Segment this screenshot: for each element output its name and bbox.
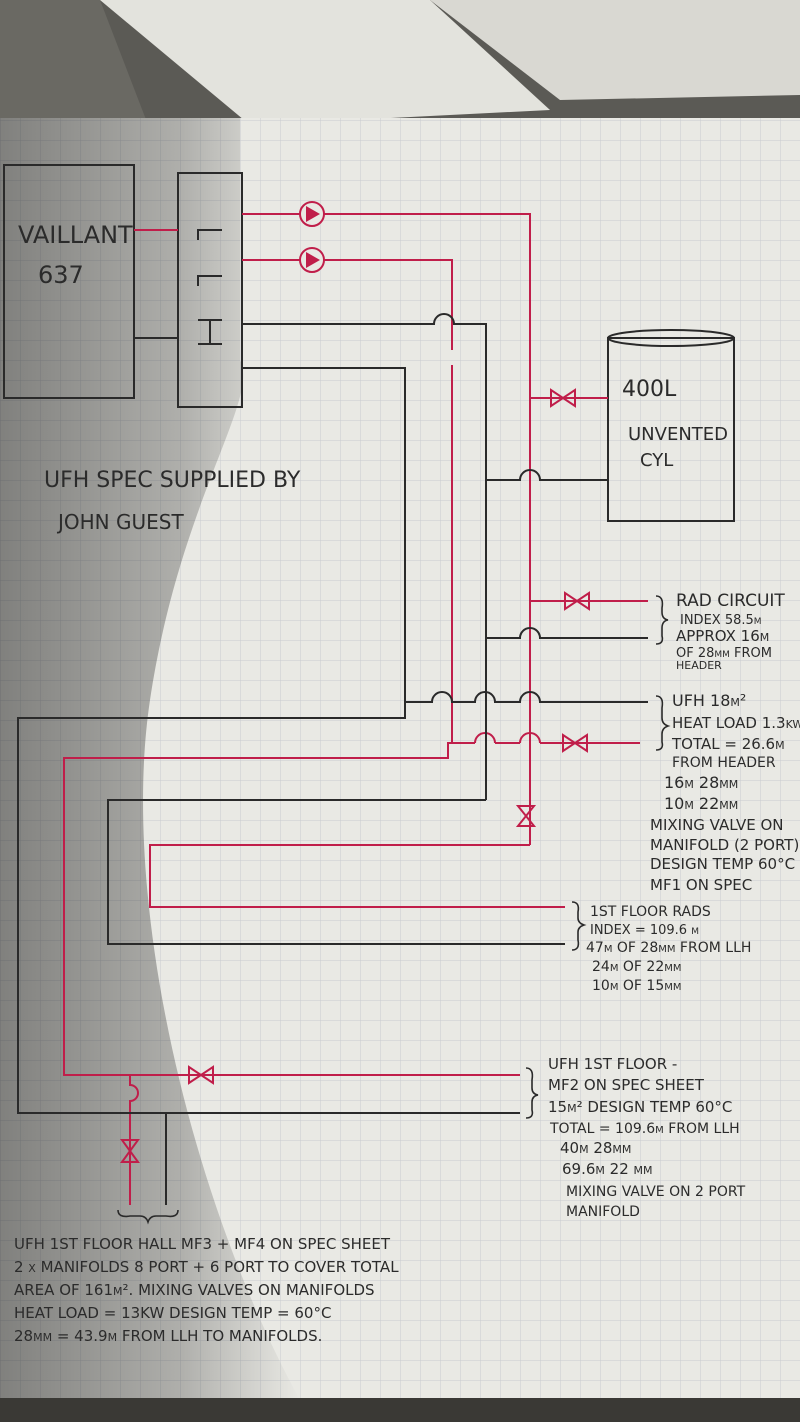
header-symbol-2 [197,275,222,286]
cylinder-body [607,337,735,522]
boiler-box [3,164,135,399]
ufh18-note: UFH 18m² HEAT LOAD 1.3kw TOTAL = 26.6m F… [650,691,800,894]
phone-shadow [0,118,300,1400]
rad-circuit-valve [564,591,590,611]
hall-brace [117,1209,179,1225]
hall-note-line: AREA OF 161m². MIXING VALVES ON MANIFOLD… [14,1281,375,1299]
flow-main-a [242,213,531,845]
ufh-first-floor-line: MANIFOLD [566,1204,640,1220]
rad-circuit-line: INDEX 58.5m [680,613,762,628]
valves [120,388,590,1163]
ufh-first-floor-return [17,702,520,1114]
hall-note-line: 2 x MANIFOLDS 8 PORT + 6 PORT TO COVER T… [14,1258,399,1276]
rad-circuit-line: APPROX 16m [676,627,769,645]
hall-note: UFH 1ST FLOOR HALL MF3 + MF4 ON SPEC SHE… [14,1235,399,1345]
first-floor-rads-valve [515,805,537,827]
rad-circuit-line: RAD CIRCUIT [676,591,785,611]
hall-flow-drop [129,1075,139,1205]
ufh18-line: MF1 ON SPEC [650,876,752,894]
pump-1 [299,201,325,227]
hall-valve [120,1139,140,1163]
return-main-a [242,313,487,475]
spec-note-line1: UFH SPEC SUPPLIED BY [44,468,301,493]
pump-2 [299,247,325,273]
cylinder-return [486,469,608,481]
ufh18-line: 10m 22mm [664,794,738,813]
hall-note-line: 28mm = 43.9m FROM LLH TO MANIFOLDS. [14,1327,322,1345]
ufh18-return [242,367,648,703]
ufh-first-floor-valve [188,1065,214,1085]
ufh-first-floor-flow [63,742,520,1076]
first-floor-rads-note: 1ST FLOOR RADS INDEX = 109.6 m 47m OF 28… [586,904,751,994]
header-symbol-3 [198,319,222,345]
first-floor-rads-line: 10m OF 15mm [592,978,682,994]
spec-note-line2: JOHN GUEST [56,510,184,534]
first-floor-rads-return [107,799,565,945]
ufh-first-floor-brace [525,1067,539,1119]
top-left-shadow [0,0,150,130]
ufh18-line: TOTAL = 26.6m [671,735,785,753]
first-floor-rads-line: 47m OF 28mm FROM LLH [586,940,751,956]
rad-circuit-line: HEADER [676,659,722,672]
cylinder-label: CYL [640,450,673,471]
cylinder-top [607,329,735,347]
ufh18-line: FROM HEADER [672,755,776,771]
ufh18-line: MIXING VALVE ON [650,816,783,834]
hall-note-line: HEAT LOAD = 13KW DESIGN TEMP = 60°C [14,1304,331,1322]
rad-circuit-brace [655,595,669,645]
cylinder-valve [550,388,576,408]
ufh-first-floor-line: 15m² DESIGN TEMP 60°C [548,1098,732,1116]
hall-note-line: UFH 1ST FLOOR HALL MF3 + MF4 ON SPEC SHE… [14,1235,391,1253]
top-right-sheet [430,0,800,100]
bottom-edge [0,1398,800,1422]
braces [117,595,671,1225]
ufh18-line: DESIGN TEMP 60°C [650,855,795,873]
rad-circuit-line: OF 28mm FROM [676,646,772,661]
first-floor-rads-brace [571,901,587,951]
ufh18-valve [562,733,588,753]
flow-pipes [63,213,648,1205]
ufh18-line: HEAT LOAD 1.3kw [672,714,800,732]
first-floor-rads-line: 24m OF 22mm [592,959,682,975]
ufh-first-floor-note: UFH 1ST FLOOR - MF2 ON SPEC SHEET 15m² D… [548,1055,746,1220]
low-loss-header-box [177,172,243,408]
ufh-first-floor-line: MIXING VALVE ON 2 PORT [566,1184,746,1200]
cylinder-type: UNVENTED [628,424,728,445]
ufh18-line: 16m 28mm [664,773,738,792]
return-pipes [17,313,648,1205]
top-paper-sheet [100,0,550,125]
rad-circuit-return [486,627,648,639]
ufh-first-floor-line: UFH 1ST FLOOR - [548,1055,677,1073]
header-symbol-1 [197,229,222,240]
first-floor-rads-line: INDEX = 109.6 m [590,923,699,938]
ufh-first-floor-line: MF2 ON SPEC SHEET [548,1076,705,1094]
ufh18-brace [655,695,671,751]
first-floor-rads-line: 1ST FLOOR RADS [590,904,711,920]
boiler-name: VAILLANT [18,221,133,249]
cylinder-capacity: 400L [622,377,677,402]
ufh-first-floor-line: TOTAL = 109.6m FROM LLH [549,1121,740,1137]
ufh-first-floor-line: 40m 28mm [560,1139,631,1157]
ufh-first-floor-line: 69.6m 22 mm [562,1160,653,1178]
ufh18-line: MANIFOLD (2 PORT) [650,836,799,854]
first-floor-rads-flow [149,844,565,908]
ufh18-line: UFH 18m² [672,691,746,710]
rad-circuit-note: RAD CIRCUIT INDEX 58.5m APPROX 16m OF 28… [676,591,785,672]
boiler-model: 637 [38,261,84,289]
